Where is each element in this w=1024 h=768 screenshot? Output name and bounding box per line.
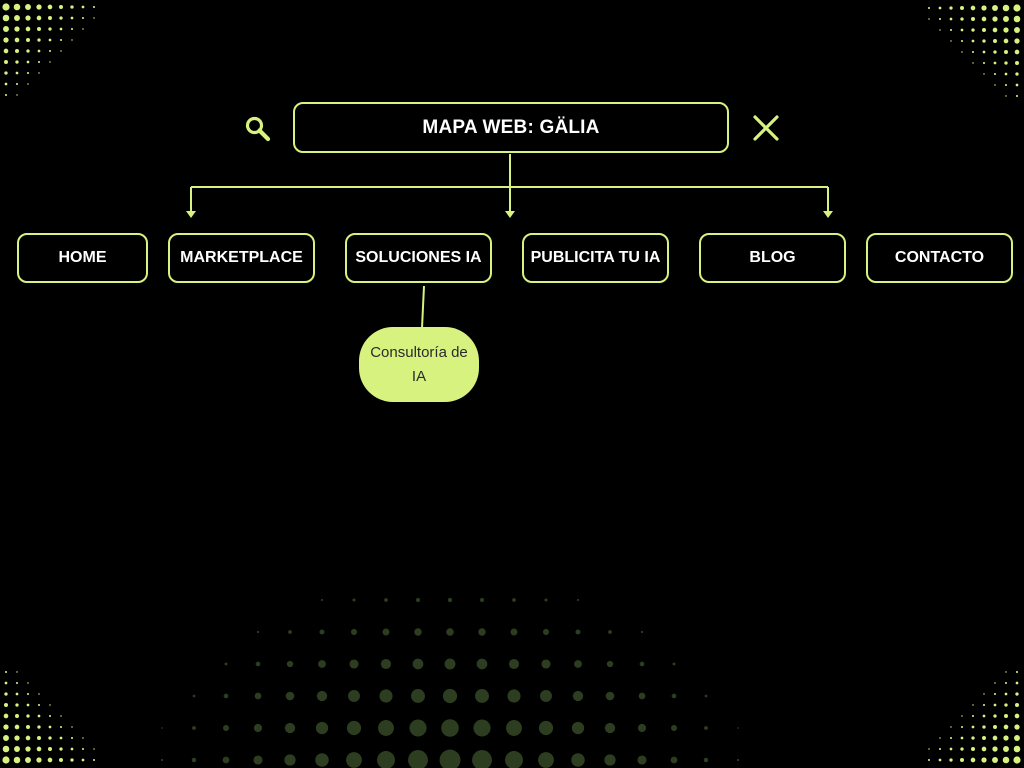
nav-item-label: SOLUCIONES IA (355, 249, 482, 266)
nav-item-publicita-tu-ia[interactable]: PUBLICITA TU IA (522, 233, 669, 283)
search-icon[interactable] (243, 114, 273, 144)
subitem-label: Consultoría de IA (370, 343, 468, 385)
nav-item-soluciones-ia[interactable]: SOLUCIONES IA (345, 233, 492, 283)
nav-item-marketplace[interactable]: MARKETPLACE (168, 233, 315, 283)
close-icon[interactable] (752, 114, 780, 142)
nav-item-label: BLOG (749, 249, 796, 266)
nav-item-label: CONTACTO (894, 249, 985, 266)
nav-item-contacto[interactable]: CONTACTO (866, 233, 1013, 283)
subitem-consultoria-ia[interactable]: Consultoría de IA (359, 327, 479, 402)
arrowhead (186, 211, 196, 218)
arrowhead (505, 211, 515, 218)
sitemap-title: MAPA WEB: GÄLIA (293, 102, 729, 153)
nav-item-blog[interactable]: BLOG (699, 233, 846, 283)
nav-item-home[interactable]: HOME (17, 233, 148, 283)
nav-item-label: HOME (58, 249, 107, 266)
nav-item-label: PUBLICITA TU IA (530, 249, 661, 266)
sitemap-title-text: MAPA WEB: GÄLIA (422, 116, 600, 138)
subitem-connector (421, 285, 425, 329)
nav-item-label: MARKETPLACE (180, 249, 303, 266)
arrowhead (823, 211, 833, 218)
